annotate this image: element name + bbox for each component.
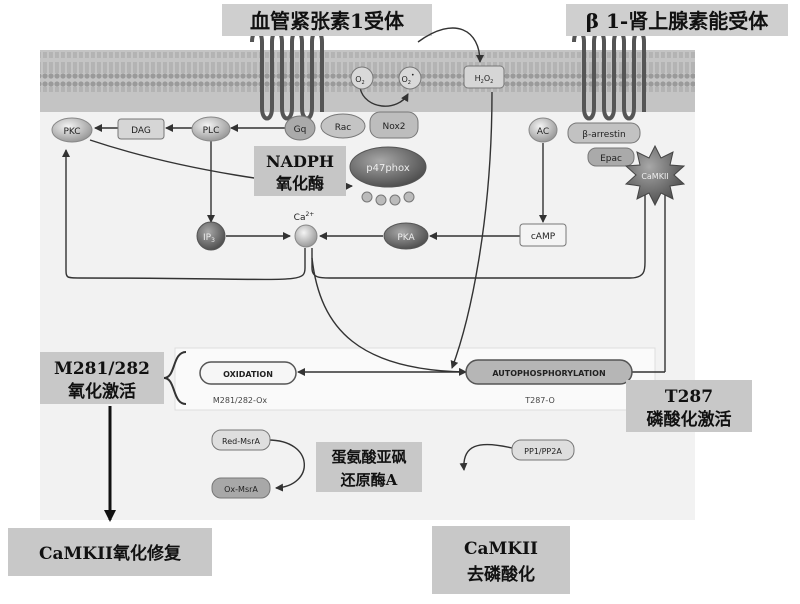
svg-text:p47phox: p47phox: [366, 163, 410, 174]
node-ox-msra: Ox-MsrA: [211, 477, 271, 499]
repair-label-box: [8, 528, 212, 576]
arrow-pp1-dephos: [459, 443, 513, 471]
nadph-label-line2: 氧化酶: [275, 174, 324, 193]
t287-label-box: [626, 380, 752, 432]
node-red-msra: Red-MsrA: [211, 429, 271, 451]
svg-text:O2•: O2•: [401, 72, 414, 86]
arrow-ca-pkc: [62, 149, 306, 281]
node-pkc: PKC: [51, 117, 93, 143]
svg-text:PLC: PLC: [203, 126, 220, 136]
at1r-label-box: [222, 4, 432, 36]
node-ac: AC: [528, 117, 558, 143]
node-oxidation: OXIDATION: [199, 361, 297, 385]
node-h2o2: H2O2: [463, 65, 505, 89]
msra-label-line2: 还原酶A: [340, 471, 398, 489]
at1-receptor-icon: [250, 29, 324, 121]
node-calcium: Ca2+: [294, 211, 318, 248]
node-epac: Epac: [587, 147, 635, 167]
arrow-ca-autophos: [311, 257, 467, 376]
phosphate-dot: [389, 194, 401, 206]
node-camkii: CaMKII: [624, 144, 686, 207]
node-pka: PKA: [383, 222, 429, 250]
svg-text:Rac: Rac: [335, 123, 352, 133]
svg-text:Ca2+: Ca2+: [294, 211, 315, 223]
arrow-msra-cycle: [267, 439, 305, 492]
m281-ox-label: M281/282-Ox: [213, 396, 268, 405]
svg-text:PP1/PP2A: PP1/PP2A: [524, 447, 562, 456]
node-gq: Gq: [284, 115, 316, 141]
dephos-label-line1: CaMKII: [464, 539, 538, 559]
node-camp: cAMP: [519, 223, 567, 247]
nadph-label-line1: NADPH: [266, 152, 334, 171]
dephos-label-line2: 去磷酸化: [467, 564, 535, 585]
node-o2: O2: [350, 66, 374, 90]
svg-text:Nox2: Nox2: [382, 122, 405, 132]
svg-text:Gq: Gq: [294, 125, 307, 135]
m281-label-line2: 氧化激活: [67, 381, 136, 402]
node-nox2: Nox2: [369, 111, 419, 139]
node-beta-arrestin: β-arrestin: [567, 122, 641, 144]
m281-label-box: [40, 352, 164, 404]
beta1-label: β 1-肾上腺素能受体: [586, 9, 769, 33]
svg-text:IP3: IP3: [203, 233, 215, 244]
phosphate-dot: [403, 191, 415, 203]
dephos-label-box: [432, 526, 570, 594]
beta1-receptor-icon: [572, 29, 646, 121]
t287-label-line2: 磷酸化激活: [647, 409, 732, 430]
svg-text:Epac: Epac: [600, 154, 622, 164]
phosphate-dot: [361, 191, 373, 203]
node-pp1-pp2a: PP1/PP2A: [511, 439, 575, 461]
svg-text:OXIDATION: OXIDATION: [223, 370, 273, 379]
svg-text:CaMKII: CaMKII: [641, 172, 668, 181]
phosphate-dot: [375, 194, 387, 206]
at1r-label: 血管紧张素1受体: [250, 9, 405, 33]
repair-label: CaMKII氧化修复: [39, 543, 182, 564]
node-rac: Rac: [320, 113, 366, 139]
svg-text:PKC: PKC: [63, 127, 80, 137]
svg-text:Ox-MsrA: Ox-MsrA: [224, 485, 258, 494]
node-dag: DAG: [117, 118, 165, 140]
arrow-superoxide-h2o2: [417, 27, 484, 63]
arrow-o2-superoxide: [359, 87, 409, 107]
m281-label-line1: M281/282: [54, 359, 150, 379]
beta1-label-box: [566, 4, 788, 36]
node-superoxide: O2•: [398, 66, 422, 90]
node-plc: PLC: [191, 116, 231, 142]
node-ip3: IP3: [196, 221, 226, 251]
msra-label-line1: 蛋氨酸亚砜: [331, 448, 406, 466]
node-autophosphorylation: AUTOPHOSPHORYLATION: [465, 359, 633, 385]
svg-text:DAG: DAG: [131, 126, 151, 136]
node-p47phox: p47phox: [349, 146, 427, 206]
svg-text:Red-MsrA: Red-MsrA: [222, 437, 260, 446]
svg-text:AUTOPHOSPHORYLATION: AUTOPHOSPHORYLATION: [492, 369, 605, 378]
msra-label-box: [316, 442, 422, 492]
t287-label-line1: T287: [665, 387, 713, 407]
svg-text:H2O2: H2O2: [475, 74, 494, 85]
t287-o-label: T287-O: [524, 396, 555, 405]
svg-text:β-arrestin: β-arrestin: [582, 130, 626, 140]
svg-text:AC: AC: [537, 127, 549, 137]
svg-text:O2: O2: [355, 75, 364, 86]
svg-text:PKA: PKA: [397, 233, 415, 243]
arrow-ca-camkii: [311, 181, 649, 279]
svg-text:cAMP: cAMP: [531, 232, 556, 242]
nadph-label-box: [254, 146, 346, 196]
arrow-h2o2-oxidation: [450, 91, 493, 369]
